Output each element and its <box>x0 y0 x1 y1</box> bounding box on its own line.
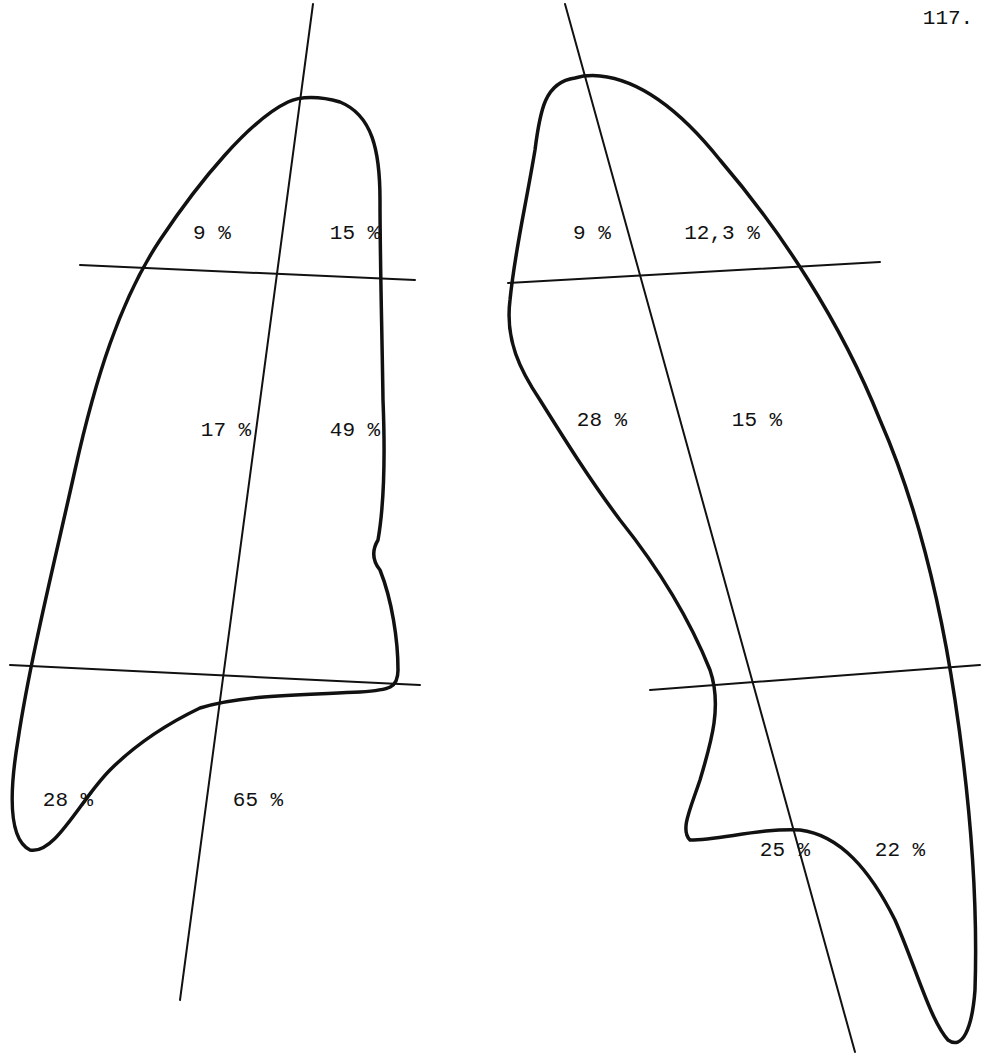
percentage-label: 22 % <box>875 840 925 861</box>
percentage-label: 15 % <box>732 410 782 431</box>
axis-line <box>565 4 855 1052</box>
percentage-label: 25 % <box>760 840 810 861</box>
percentage-label: 15 % <box>330 223 380 244</box>
division-line <box>10 665 420 685</box>
percentage-label: 12,3 % <box>684 223 760 244</box>
axis-line <box>180 4 313 1000</box>
percentage-label: 65 % <box>233 790 283 811</box>
page-number: 117. <box>923 8 973 29</box>
percentage-label: 17 % <box>201 420 251 441</box>
percentage-label: 9 % <box>193 223 231 244</box>
percentage-label: 28 % <box>43 790 93 811</box>
percentage-label: 49 % <box>330 420 380 441</box>
percentage-label: 28 % <box>577 410 627 431</box>
division-line <box>80 265 415 280</box>
left-lung-outline <box>509 76 976 1043</box>
division-line <box>508 262 880 283</box>
percentage-label: 9 % <box>573 223 611 244</box>
division-line <box>650 665 980 690</box>
right-lung-outline <box>12 98 398 851</box>
